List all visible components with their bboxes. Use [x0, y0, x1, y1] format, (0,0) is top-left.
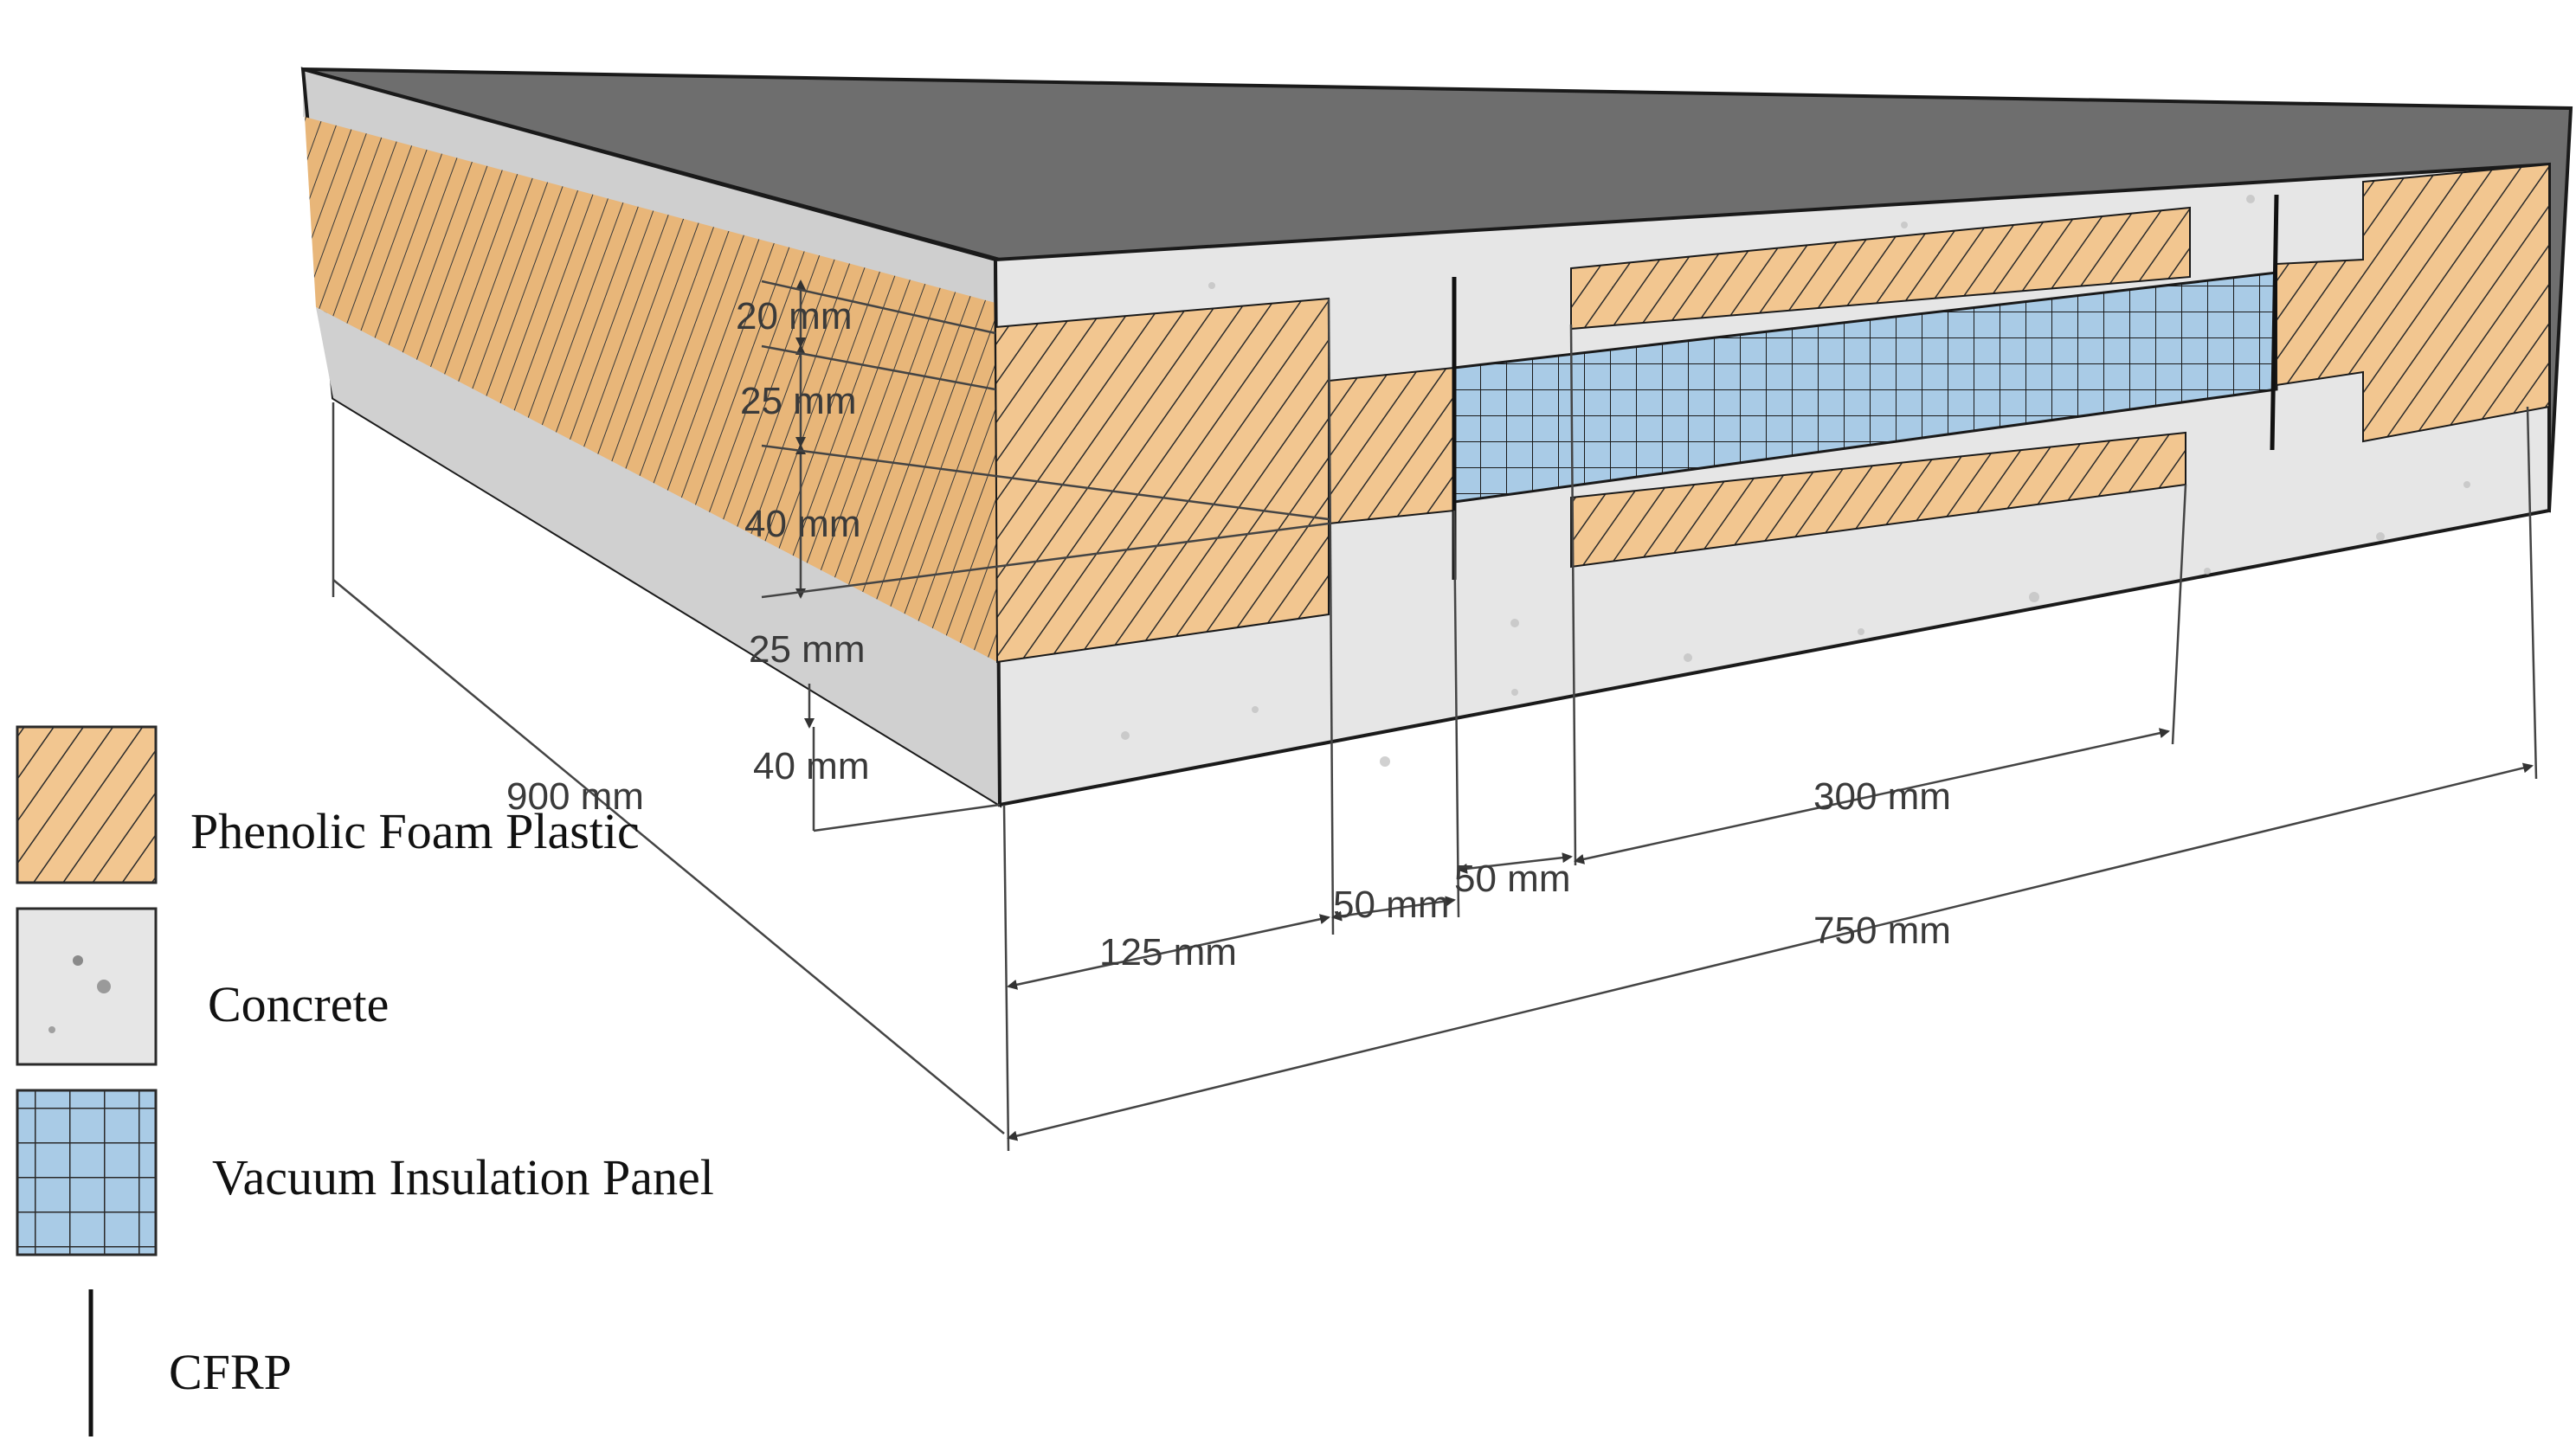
cfrp-connector-right: [2270, 194, 2279, 451]
concrete-swatch-icon: [16, 907, 158, 1066]
dim-foam-mid-label: 40 mm: [744, 503, 860, 545]
dim-concrete-top-label: 20 mm: [736, 295, 852, 337]
left-side-concrete-bottom: [316, 307, 1000, 805]
legend-label: CFRP: [169, 1344, 292, 1400]
dimension-lines: [332, 280, 2538, 1152]
dim-concrete-bottom-label: 40 mm: [753, 745, 869, 787]
legend: Phenolic Foam Plastic Concrete Vacuum In…: [16, 725, 714, 1436]
legend-label: Vacuum Insulation Panel: [212, 1149, 714, 1205]
dim-foam-lower-label: 25 mm: [749, 628, 865, 671]
dim-depth-label: 900 mm: [506, 775, 644, 818]
foam-step-left: [1328, 366, 1455, 525]
legend-item-vip: Vacuum Insulation Panel: [16, 1089, 714, 1256]
legend-item-concrete: Concrete: [16, 907, 389, 1066]
legend-item-cfrp: CFRP: [88, 1289, 292, 1436]
foam-edge-right: [2276, 163, 2550, 443]
dim-edge-foam-label: 125 mm: [1099, 931, 1237, 974]
slab: [300, 67, 2573, 808]
vip-swatch-icon: [16, 1089, 158, 1256]
dim-gap-right-label: 50 mm: [1454, 858, 1570, 900]
left-side-foam: [305, 117, 997, 662]
foam-upper: [1570, 206, 2191, 331]
concrete-texture: [1121, 195, 2470, 767]
dim-gap-left-label: 50 mm: [1333, 884, 1449, 926]
legend-label: Concrete: [208, 976, 389, 1032]
foam-edge-left: [994, 297, 1330, 664]
phenolic-foam-swatch-icon: [16, 725, 158, 884]
dim-vip-label: 300 mm: [1813, 775, 1951, 818]
legend-item-phenolic-foam: Phenolic Foam Plastic: [16, 725, 640, 884]
dim-total-width-label: 750 mm: [1813, 909, 1951, 952]
legend-label: Phenolic Foam Plastic: [190, 803, 640, 859]
dim-foam-upper-label: 25 mm: [740, 380, 856, 422]
